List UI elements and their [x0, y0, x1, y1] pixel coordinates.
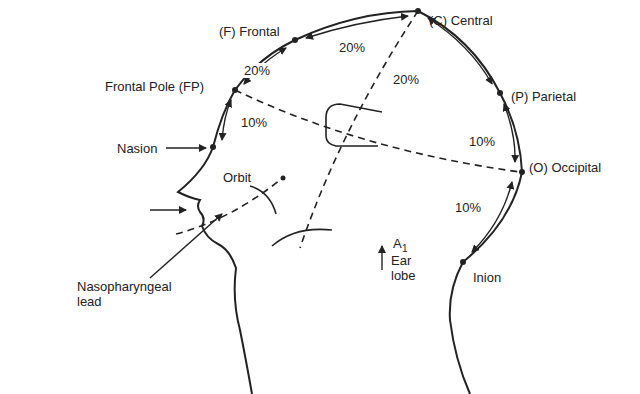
annotation-label: 10%: [240, 115, 268, 130]
nasion-point: [210, 144, 216, 150]
annotation-label: 20%: [392, 72, 420, 87]
neck-back: [450, 262, 470, 394]
annotation-label: Nasion: [116, 141, 158, 156]
annotation-label: (P) Parietal: [510, 89, 577, 104]
dashed-fp-occipital: [235, 90, 520, 172]
annotation-label: Orbit: [222, 170, 252, 185]
face-profile: [178, 147, 252, 394]
annotation-label: 20%: [338, 40, 366, 55]
dashed-central-ear: [300, 11, 418, 248]
leader-arrow: [166, 147, 206, 148]
annotation-label: Frontal Pole (FP): [104, 79, 205, 94]
parietal-point: [497, 90, 503, 96]
annotation-label: (C) Central: [428, 13, 494, 28]
measure-arrow: [222, 100, 231, 140]
frontal-point: [292, 37, 298, 43]
leader-arrow: [381, 246, 382, 270]
scalp-arc: [213, 11, 522, 262]
central-point: [415, 8, 421, 14]
ear-outline: [326, 104, 382, 146]
measure-arrow: [504, 104, 515, 162]
annotation-label: 10%: [454, 200, 482, 215]
orbit-point: [281, 176, 286, 181]
measure-arrow: [244, 48, 286, 84]
measure-arrow: [472, 182, 512, 252]
measure-arrow: [306, 16, 408, 38]
annotation-label: Nasopharyngeal lead: [76, 279, 190, 309]
annotation-label: (F) Frontal: [218, 24, 281, 39]
leader-arrow: [150, 209, 186, 210]
inion-point: [460, 259, 466, 265]
occipital-point: [519, 169, 525, 175]
leader-arrow: [150, 214, 222, 278]
annotation-label: 10%: [468, 134, 496, 149]
annotation-label: Ear lobe: [390, 253, 436, 283]
annotation-label: Inion: [472, 270, 502, 285]
ear-lobe-curve: [272, 229, 332, 246]
annotation-label: 20%: [243, 63, 271, 78]
fp-point: [232, 87, 238, 93]
nasopharyngeal-lead: [176, 180, 280, 234]
orbit-curve: [250, 186, 276, 214]
annotation-label: A: [392, 236, 403, 251]
annotation-label: (O) Occipital: [528, 160, 602, 175]
